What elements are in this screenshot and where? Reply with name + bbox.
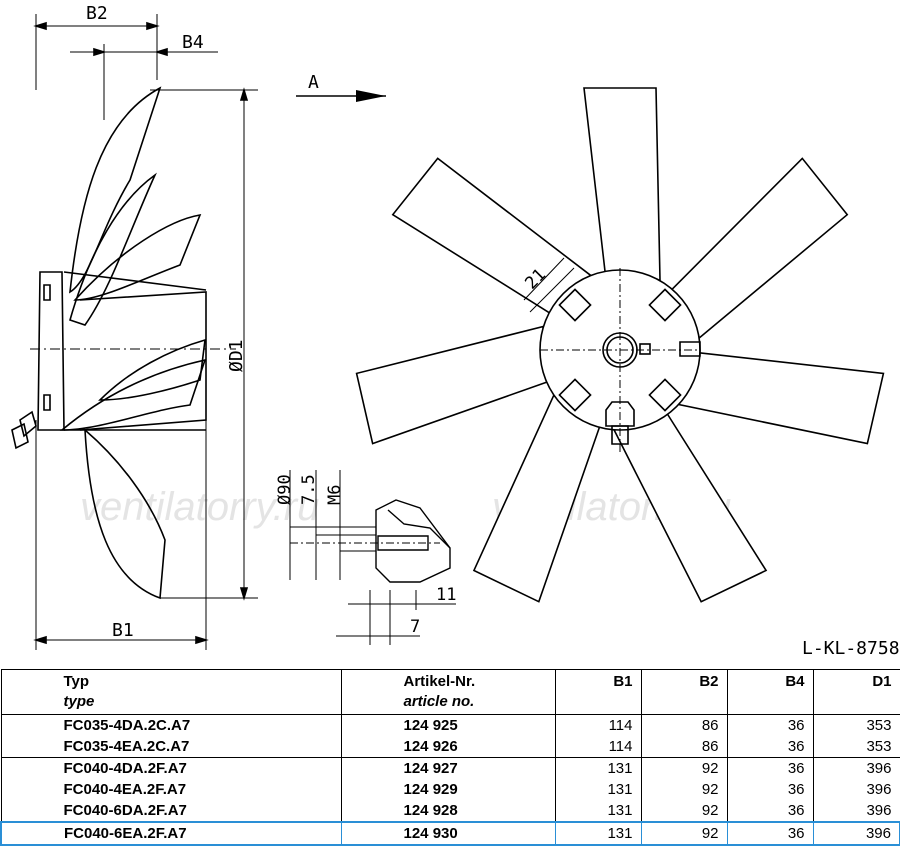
cell-article: 124 930 <box>340 821 556 846</box>
header-type-de: Typ <box>63 673 90 690</box>
cell-b4: 36 <box>726 800 814 823</box>
cell-b2: 92 <box>640 821 728 846</box>
dim-7: 7 <box>410 617 420 637</box>
dim-11: 11 <box>436 585 456 605</box>
header-d1: D1 <box>812 669 900 715</box>
cell-d1: 396 <box>812 800 900 823</box>
cell-type: FC035-4DA.2C.A7 <box>0 714 342 736</box>
cell-article: 124 926 <box>340 736 556 758</box>
cell-b4: 36 <box>726 757 814 779</box>
header-article: Artikel-Nr. article no. <box>340 669 556 715</box>
fan-blade <box>355 325 556 445</box>
spec-table: Typ type Artikel-Nr. article no. B1 B2 B… <box>0 669 900 846</box>
cell-b1: 131 <box>554 800 642 823</box>
cell-d1: 353 <box>812 714 900 736</box>
shaft-detail-view <box>289 470 456 645</box>
dim-d1-label: ØD1 <box>226 339 247 372</box>
header-b1: B1 <box>554 669 642 715</box>
cell-b1: 114 <box>554 736 642 758</box>
dim-b2-label: B2 <box>86 3 108 24</box>
cell-article: 124 925 <box>340 714 556 736</box>
dim-m6: M6 <box>325 485 345 505</box>
header-article-en: article no. <box>403 693 475 710</box>
mounting-square <box>558 288 592 322</box>
watermark-left: ventilatorry.ru <box>80 485 319 529</box>
cell-d1: 396 <box>812 779 900 800</box>
front-view <box>355 87 885 603</box>
cell-type: FC040-6EA.2F.A7 <box>0 821 342 846</box>
header-type: Typ type <box>0 669 342 715</box>
cell-b2: 92 <box>640 757 728 779</box>
mounting-square <box>558 378 592 412</box>
cell-b4: 36 <box>726 779 814 800</box>
cell-d1: 353 <box>812 736 900 758</box>
cell-d1: 396 <box>812 821 900 846</box>
side-view <box>11 14 258 650</box>
cell-article: 124 929 <box>340 779 556 800</box>
view-a-arrow: A <box>296 72 386 102</box>
cell-b2: 92 <box>640 779 728 800</box>
cell-type: FC035-4EA.2C.A7 <box>0 736 342 758</box>
cell-b4: 36 <box>726 714 814 736</box>
cell-d1: 396 <box>812 757 900 779</box>
cell-type: FC040-4EA.2F.A7 <box>0 779 342 800</box>
cell-b1: 131 <box>554 757 642 779</box>
fan-blade <box>678 351 885 445</box>
header-b4: B4 <box>726 669 814 715</box>
header-article-de: Artikel-Nr. <box>403 673 476 690</box>
cell-article: 124 927 <box>340 757 556 779</box>
dim-7-5: 7.5 <box>299 474 319 505</box>
header-type-en: type <box>63 693 95 710</box>
cell-article: 124 928 <box>340 800 556 823</box>
mounting-square <box>648 378 682 412</box>
header-b2: B2 <box>640 669 728 715</box>
cell-type: FC040-6DA.2F.A7 <box>0 800 342 823</box>
fan-blades <box>355 87 885 603</box>
cell-b1: 131 <box>554 821 642 846</box>
mounting-square <box>648 288 682 322</box>
fan-blade <box>583 87 661 281</box>
cell-b4: 36 <box>726 821 814 846</box>
fan-technical-drawing: ventilatorry.ru ventilatorry.ru <box>11 3 900 659</box>
dim-b4-label: B4 <box>182 32 204 53</box>
cell-type: FC040-4DA.2F.A7 <box>0 757 342 779</box>
cell-b2: 86 <box>640 714 728 736</box>
cell-b1: 114 <box>554 714 642 736</box>
cell-b4: 36 <box>726 736 814 758</box>
drawing-code: L-KL-8758 <box>802 638 900 659</box>
cell-b2: 86 <box>640 736 728 758</box>
cell-b1: 131 <box>554 779 642 800</box>
dim-b1-label: B1 <box>112 620 134 641</box>
view-a-label: A <box>308 72 319 93</box>
table-header-row: Typ type Artikel-Nr. article no. B1 B2 B… <box>0 669 900 715</box>
cell-b2: 92 <box>640 800 728 823</box>
dim-d90: Ø90 <box>275 474 295 505</box>
